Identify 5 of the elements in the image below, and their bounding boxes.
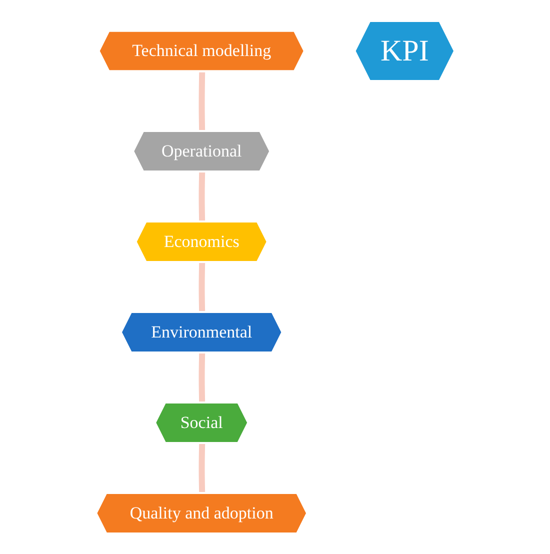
connector (198, 352, 205, 403)
connector (198, 71, 205, 132)
connector (198, 172, 205, 222)
connector (198, 443, 205, 494)
connector (198, 262, 205, 312)
